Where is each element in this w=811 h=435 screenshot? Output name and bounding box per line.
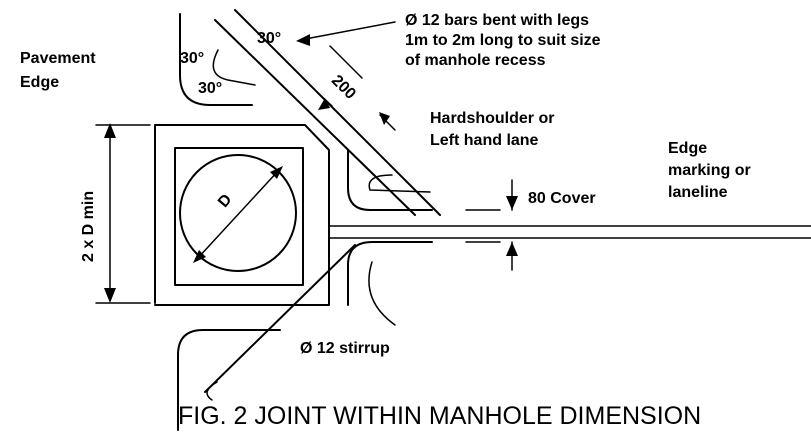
cover-label: 80 Cover (528, 190, 596, 207)
hardshoulder-label-1: Hardshoulder or (430, 110, 555, 127)
edge-marking-label-3: laneline (668, 184, 728, 201)
dim-line-diameter (196, 169, 280, 260)
recess-outline (154, 124, 330, 306)
stirrup-label: Ø 12 stirrup (300, 340, 390, 357)
angle-top-label: 30° (257, 30, 282, 47)
stirrup-bar (177, 329, 281, 431)
pavement-edge-label-1: Pavement (20, 50, 96, 67)
corner-bar-top (179, 13, 253, 106)
manhole-cover-circle (179, 154, 297, 272)
leader-angle (212, 49, 256, 86)
bars-note-line-3: of manhole recess (405, 52, 546, 69)
bars-note-line-1: Ø 12 bars bent with legs (405, 12, 590, 29)
bent-bar-lower (347, 241, 433, 306)
edge-marking-label-1: Edge (668, 140, 708, 157)
bars-note-line-2: 1m to 2m long to suit size (405, 32, 601, 49)
angle-bottom-label: 30° (198, 80, 223, 97)
angle-left-label: 30° (180, 50, 205, 67)
edge-marking-label-2: marking or (668, 162, 751, 179)
pavement-edge-label-2: Edge (20, 74, 60, 91)
bent-bar-upper (347, 149, 433, 211)
leader-bars-note (299, 21, 396, 41)
leader-hardshoulder (368, 174, 431, 193)
leader-stirrup-lower (206, 381, 218, 401)
leader-stirrup (368, 261, 396, 326)
diagonal-bar-1 (214, 19, 416, 216)
diagonal-bar-2 (234, 9, 441, 216)
width-dimension-label: 2 x D min (80, 190, 97, 262)
hardshoulder-label-2: Left hand lane (430, 132, 539, 149)
manhole-frame (174, 147, 304, 286)
lower-diagonal-bar (204, 244, 356, 393)
figure-title: FIG. 2 JOINT WITHIN MANHOLE DIMENSION (178, 402, 702, 430)
